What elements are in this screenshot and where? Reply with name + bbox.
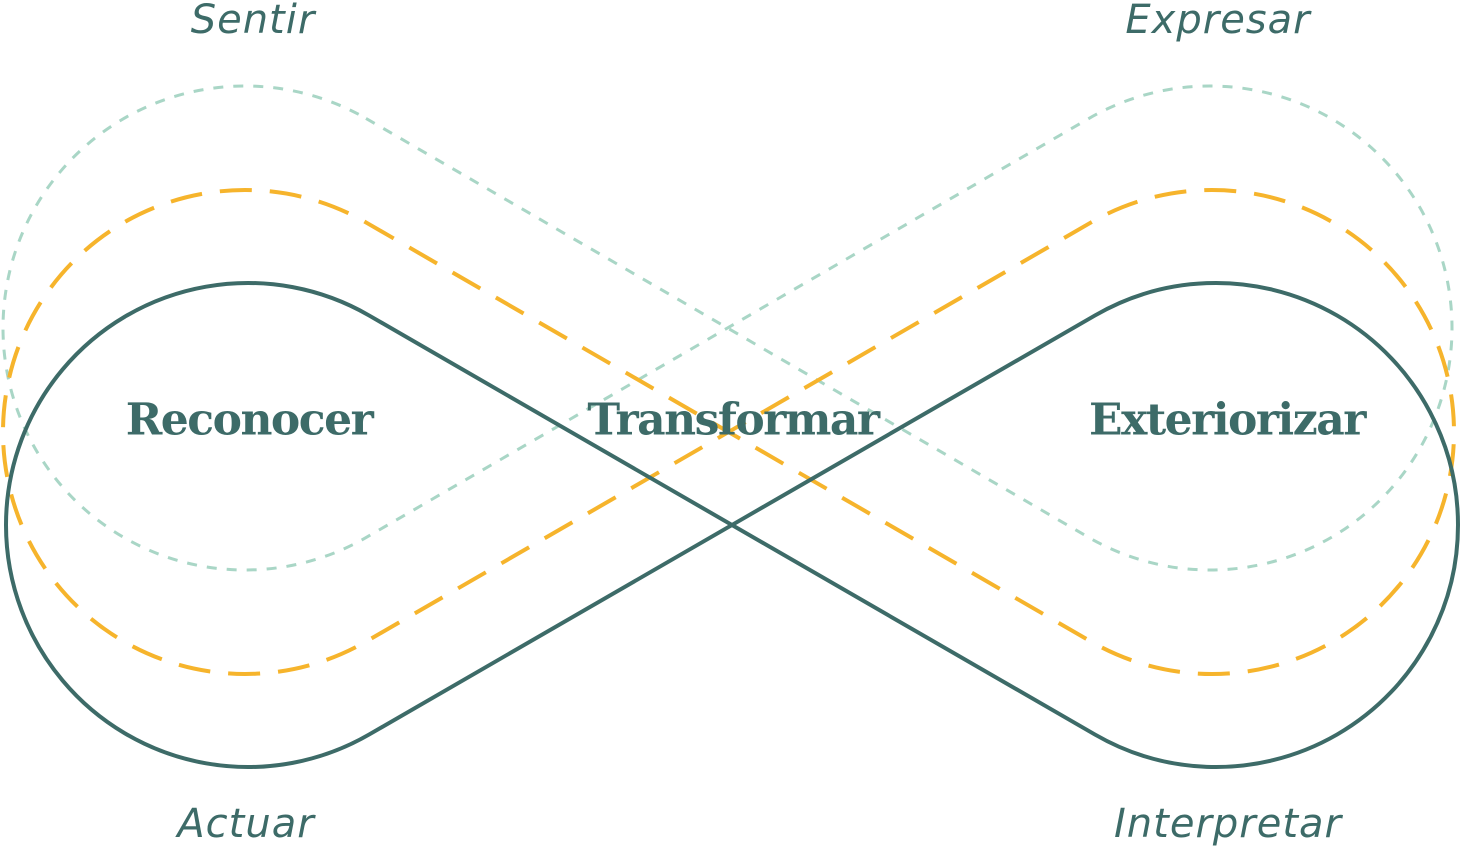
label-transformar: Transformar [587, 394, 880, 446]
label-sentir: Sentir [190, 0, 316, 43]
orange-dashed-infinity-loop [1, 188, 1456, 676]
label-interpretar: Interpretar [1114, 801, 1342, 847]
mint-dashed-infinity-loop [1, 84, 1454, 572]
solid-infinity-loop [4, 281, 1460, 769]
label-actuar: Actuar [177, 801, 315, 847]
label-exteriorizar: Exteriorizar [1089, 394, 1366, 446]
label-reconocer: Reconocer [125, 394, 374, 446]
label-expresar: Expresar [1125, 0, 1311, 43]
